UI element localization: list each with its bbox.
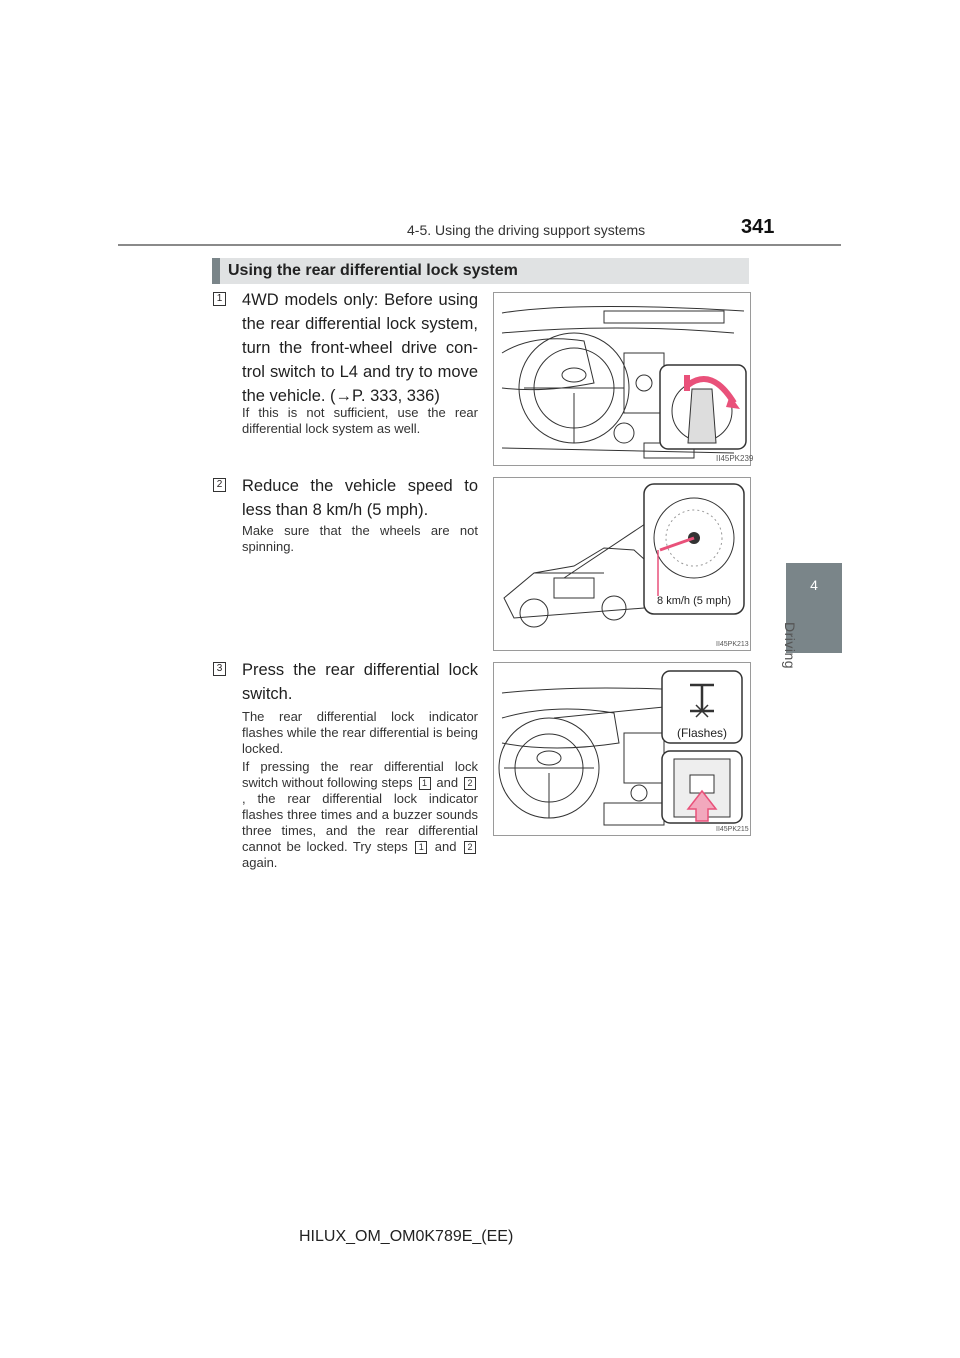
page-number: 341 — [741, 216, 775, 238]
step-number-2: 2 — [213, 478, 226, 492]
step-ref-2: 2 — [463, 777, 476, 791]
section-label: 4-5. Using the driving support systems — [407, 222, 646, 238]
warning-text-1: If pressing the rear differential lock s… — [242, 759, 478, 790]
step-ref-4: 2 — [463, 841, 476, 855]
header-rule — [118, 244, 841, 246]
section-heading-bar — [212, 258, 749, 284]
flashes-callout: (Flashes) — [677, 726, 727, 740]
warning-text-5: again. — [242, 855, 278, 870]
speed-callout: 8 km/h (5 mph) — [657, 595, 731, 607]
step-2-note: Make sure that the wheels are not spinni… — [242, 523, 478, 554]
step-ref-1: 1 — [418, 777, 431, 791]
warning-text-3: , the rear differential lock indicator f… — [242, 791, 478, 854]
illustration-code-2: II45PK213 — [716, 641, 749, 648]
section-heading-accent — [212, 258, 220, 284]
illustration-code-3: II45PK215 — [716, 826, 749, 833]
warning-text-4: and — [434, 839, 457, 854]
illustration-rear-diff-switch: (Flashes) II45PK215 — [493, 662, 751, 836]
step-1-text: 4WD models only: Before using the rear d… — [242, 291, 478, 405]
rear-diff-lock-drawing: (Flashes) II45PK215 — [498, 670, 749, 833]
vehicle-speedometer-drawing: 8 km/h (5 mph) II45PK213 — [503, 483, 749, 648]
step-1-note: If this is not sufficient, use the rear … — [242, 405, 478, 436]
illustration-code-1: II45PK239 — [716, 454, 754, 463]
rear-diff-switch-icon — [689, 774, 715, 794]
dashboard-switch-drawing: II45PK239 — [501, 305, 754, 463]
document-footer: HILUX_OM_OM0K789E_(EE) — [299, 1228, 514, 1245]
step-3-note: The rear differential lock indicator fla… — [242, 709, 478, 756]
chapter-number: 4 — [810, 577, 818, 593]
step-2-text: Reduce the vehicle speed to less than 8 … — [242, 477, 478, 519]
step-3-text: Press the rear differential lock switch. — [242, 661, 478, 703]
warning-text-2: and — [436, 775, 459, 790]
diff-lock-indicator-icon — [690, 683, 714, 718]
illustration-vehicle-speed: 8 km/h (5 mph) II45PK213 — [493, 477, 751, 651]
chapter-title: Driving — [782, 622, 798, 670]
step-ref-3: 1 — [415, 841, 428, 855]
step-3-warning: If pressing the rear differential lock s… — [242, 759, 478, 871]
step-number-1: 1 — [213, 292, 226, 306]
step-number-3: 3 — [213, 662, 226, 676]
section-heading: Using the rear differential lock system — [228, 262, 518, 279]
illustration-front-wheel-drive-switch: II45PK239 — [493, 292, 754, 466]
chapter-tab — [786, 563, 842, 653]
